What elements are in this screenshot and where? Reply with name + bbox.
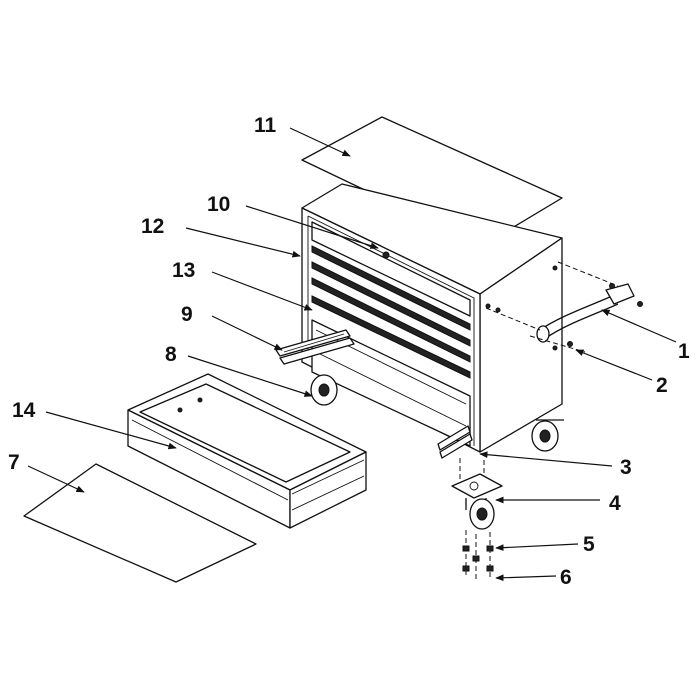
cabinet-casters [310,374,564,452]
callout-10: 10 [207,193,230,216]
callout-13: 13 [172,259,195,282]
lock-icon [382,251,390,259]
callout-3: 3 [620,456,632,479]
callout-12: 12 [141,215,164,238]
callout-4: 4 [609,492,621,515]
bolt-part [529,335,586,353]
callout-8: 8 [165,343,177,366]
drawer-liner-part [23,463,257,583]
drawer-slide-part [275,329,473,459]
side-handle-part [485,261,643,343]
drawer-box-part [127,373,367,529]
callout-6: 6 [560,566,572,589]
callout-9: 9 [181,303,193,326]
callout-11: 11 [254,114,277,137]
caster-assembly-part [451,458,503,582]
callout-labels: 11 10 12 13 9 8 14 7 1 2 3 4 5 6 [8,114,690,589]
callout-1: 1 [678,340,690,363]
callout-7: 7 [8,451,20,474]
leader-lines [27,127,677,582]
cabinet-body [301,183,563,453]
callout-14: 14 [12,399,36,422]
callout-5: 5 [583,533,595,556]
callout-2: 2 [656,374,668,397]
